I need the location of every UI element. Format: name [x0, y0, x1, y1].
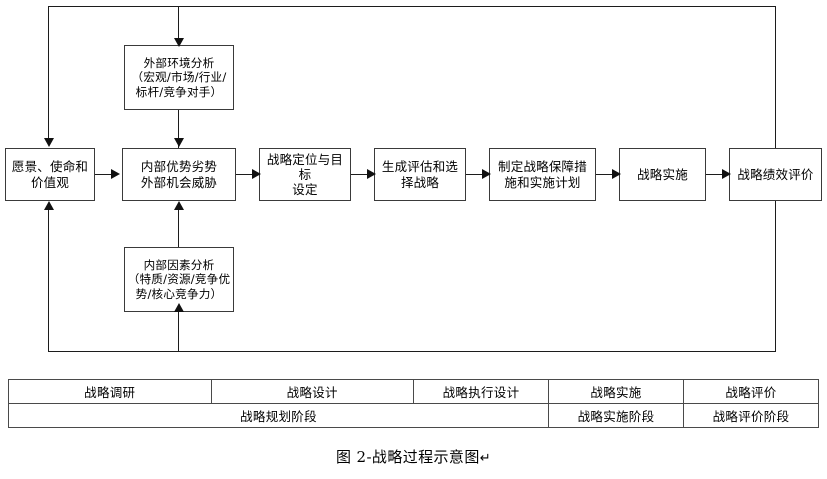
feedback-top-drop-vision — [48, 6, 49, 140]
node-performance-eval[interactable]: 战略绩效评价 — [729, 148, 822, 201]
arrow-up-to-vision — [44, 201, 54, 210]
cell-activity-execution-design: 战略执行设计 — [413, 379, 549, 404]
cell-activity-design: 战略设计 — [210, 379, 414, 404]
link-external-to-swot — [178, 110, 179, 148]
feedback-bottom-riser — [775, 200, 776, 352]
arrow-right-to-positioning — [252, 169, 261, 179]
link-internal-to-swot — [178, 210, 179, 248]
feedback-bottom-rise-internal — [178, 312, 179, 351]
table-row-phases: 战略规划阶段 战略实施阶段 战略评价阶段 — [8, 403, 819, 428]
arrow-right-to-implementation — [612, 169, 621, 179]
node-external-analysis[interactable]: 外部环境分析 （宏观/市场/行业/ 标杆/竞争对手） — [124, 45, 234, 110]
node-implementation[interactable]: 战略实施 — [619, 148, 706, 201]
phase-table: 战略调研 战略设计 战略执行设计 战略实施 战略评价 战略规划阶段 战略实施阶段… — [8, 379, 819, 428]
link-swot-to-positioning — [236, 174, 254, 175]
feedback-bottom-rise-vision — [48, 210, 49, 351]
paragraph-return-mark: ↵ — [479, 451, 492, 466]
node-safeguard-plan[interactable]: 制定战略保障措 施和实施计划 — [489, 148, 596, 201]
node-swot[interactable]: 内部优势劣势 外部机会威胁 — [122, 148, 236, 201]
link-positioning-to-generate — [351, 174, 369, 175]
link-vision-to-swot — [95, 174, 113, 175]
arrow-up-to-internal-analysis — [174, 303, 184, 312]
node-generate-select[interactable]: 生成评估和选 择战略 — [374, 148, 466, 201]
arrow-down-to-external-analysis — [174, 38, 184, 47]
feedback-top-rail — [48, 6, 776, 7]
cell-activity-implementation: 战略实施 — [548, 379, 684, 404]
figure-caption: 图 2-战略过程示意图↵ — [0, 446, 827, 467]
arrow-up-to-swot-bottom — [174, 201, 184, 210]
node-generate-select-label: 生成评估和选 择战略 — [381, 159, 459, 190]
arrow-right-to-safeguard-plan — [482, 169, 491, 179]
node-safeguard-plan-label: 制定战略保障措 施和实施计划 — [498, 159, 587, 190]
node-internal-analysis[interactable]: 内部因素分析 （特质/资源/竞争优 势/核心竞争力） — [124, 247, 234, 312]
cell-phase-implementation: 战略实施阶段 — [548, 403, 684, 428]
node-internal-analysis-label: 内部因素分析 （特质/资源/竞争优 势/核心竞争力） — [127, 257, 231, 301]
node-positioning-label: 战略定位与目标 设定 — [266, 151, 344, 198]
link-generate-to-safeguard — [466, 174, 484, 175]
arrow-right-to-performance-eval — [722, 169, 731, 179]
node-performance-eval-label: 战略绩效评价 — [737, 166, 814, 182]
cell-activity-research: 战略调研 — [8, 379, 212, 404]
node-external-analysis-label: 外部环境分析 （宏观/市场/行业/ 标杆/竞争对手） — [131, 55, 227, 99]
node-vision-label: 愿景、使命和 价值观 — [11, 159, 89, 190]
cell-activity-evaluation: 战略评价 — [683, 379, 819, 404]
table-row-activities: 战略调研 战略设计 战略执行设计 战略实施 战略评价 — [8, 379, 819, 404]
arrow-right-to-swot — [111, 169, 120, 179]
feedback-bottom-rail — [48, 351, 776, 352]
link-safeguard-to-implementation — [596, 174, 614, 175]
arrow-down-to-swot-top — [174, 138, 184, 147]
cell-phase-evaluation: 战略评价阶段 — [683, 403, 819, 428]
node-positioning[interactable]: 战略定位与目标 设定 — [259, 148, 351, 201]
figure-caption-text: 图 2-战略过程示意图 — [335, 448, 480, 466]
feedback-top-riser — [775, 6, 776, 148]
arrow-down-to-vision — [44, 138, 54, 147]
arrow-right-to-generate-select — [367, 169, 376, 179]
node-swot-label: 内部优势劣势 外部机会威胁 — [140, 159, 218, 190]
link-implementation-to-eval — [706, 174, 724, 175]
node-vision[interactable]: 愿景、使命和 价值观 — [5, 148, 95, 201]
cell-phase-planning: 战略规划阶段 — [8, 403, 549, 428]
node-implementation-label: 战略实施 — [637, 166, 688, 182]
feedback-top-drop-external — [178, 6, 179, 40]
